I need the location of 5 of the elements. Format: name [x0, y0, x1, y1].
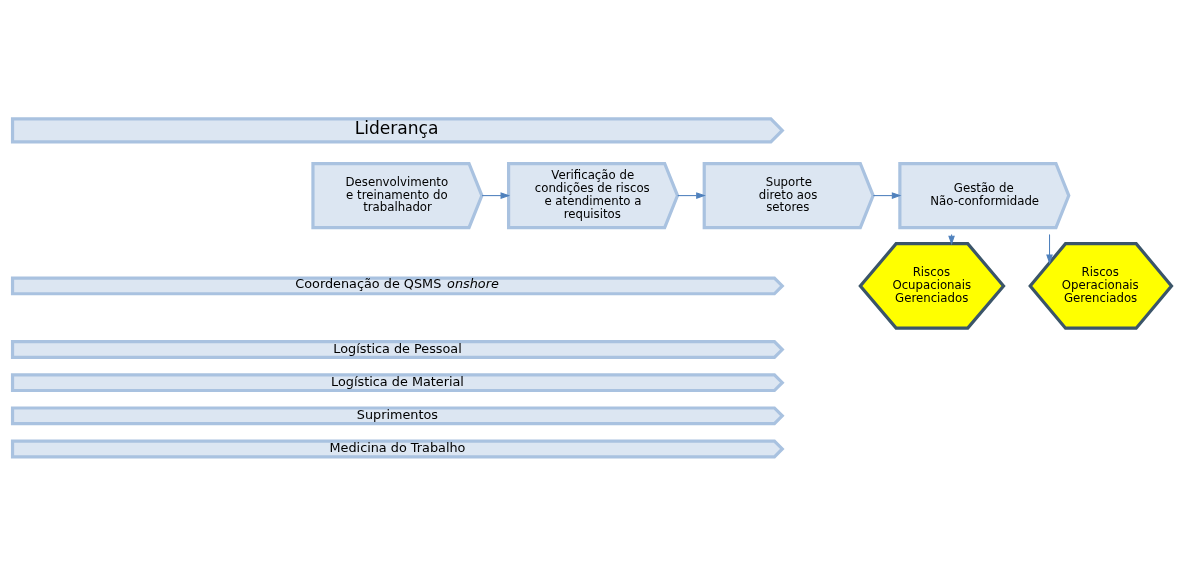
arrow — [1046, 233, 1053, 264]
arrow — [677, 191, 706, 199]
arrow — [872, 191, 902, 199]
arrow — [481, 191, 511, 199]
arrow — [948, 233, 955, 245]
